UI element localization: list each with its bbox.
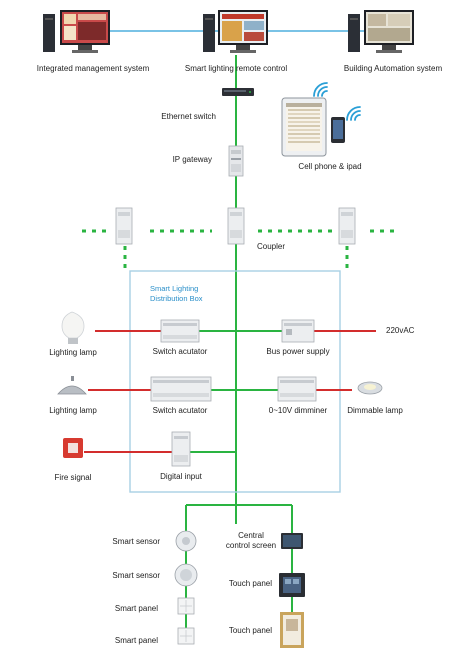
label-fire-signal: Fire signal (54, 473, 92, 482)
label-bus-power-supply: Bus power supply (266, 347, 330, 356)
switch-panel-icon (177, 627, 195, 645)
label-integrated-management: Integrated management system (36, 64, 150, 73)
ip-gateway-icon (228, 145, 244, 177)
label-coupler: Coupler (257, 242, 286, 251)
distribution-box-title: Smart Lighting Distribution Box (150, 284, 203, 304)
label-switch-actuator-2: Switch acutator (152, 406, 208, 415)
label-smart-sensor-1: Smart sensor (112, 537, 160, 546)
fire-alarm-icon (63, 438, 83, 458)
bus-power-supply-icon (281, 319, 315, 343)
label-digital-input: Digital input (160, 472, 202, 481)
ceiling-lamp-icon (57, 376, 87, 395)
ethernet-switch-icon (222, 88, 254, 96)
box-title-line2: Distribution Box (150, 294, 203, 303)
coupler-icon (338, 207, 356, 245)
dotted-drop (123, 246, 349, 270)
distribution-box (129, 270, 341, 493)
label-touch-panel-2: Touch panel (228, 626, 272, 635)
label-smart-sensor-2: Smart sensor (112, 571, 160, 580)
central-screen-line2: control screen (225, 541, 277, 550)
central-screen-line1: Central (238, 531, 264, 540)
label-building-automation: Building Automation system (343, 64, 443, 73)
computer-icon (203, 10, 268, 53)
label-ethernet-switch: Ethernet switch (161, 112, 216, 121)
light-bulb-icon (61, 311, 85, 344)
control-screen-icon (281, 533, 303, 549)
sensor-icon (175, 530, 197, 552)
downlight-icon (357, 381, 383, 395)
dimmer-icon (277, 376, 317, 402)
computer-icon (43, 10, 110, 53)
wifi-icon (346, 106, 361, 121)
label-ip-gateway: IP gateway (172, 155, 212, 164)
touch-panel-icon (279, 573, 305, 597)
label-remote-control: Smart lighting remote control (184, 64, 288, 73)
switch-actuator-icon (160, 319, 200, 343)
label-lighting-lamp-1: Lighting lamp (49, 348, 97, 357)
label-dimmable-lamp: Dimmable lamp (347, 406, 403, 415)
label-mobile: Cell phone & ipad (298, 162, 362, 171)
sensor-icon (174, 563, 198, 587)
touch-panel-icon (280, 612, 304, 648)
label-switch-actuator-1: Switch acutator (152, 347, 208, 356)
phone-icon (331, 117, 345, 143)
label-ac-voltage: 220vAC (386, 326, 415, 335)
switch-panel-icon (177, 597, 195, 615)
label-dimmer: 0~10V dimminer (268, 406, 328, 415)
digital-input-icon (171, 431, 191, 467)
box-title-line1: Smart Lighting (150, 284, 199, 293)
tablet-icon (281, 97, 327, 157)
label-touch-panel-1: Touch panel (228, 579, 272, 588)
coupler-icon (227, 207, 245, 245)
label-smart-panel-2: Smart panel (114, 636, 158, 645)
label-smart-panel-1: Smart panel (114, 604, 158, 613)
label-lighting-lamp-2: Lighting lamp (49, 406, 97, 415)
coupler-icon (115, 207, 133, 245)
wifi-icon (313, 82, 328, 97)
computer-icon (348, 10, 414, 53)
label-central-screen: Central control screen (216, 531, 286, 551)
switch-actuator-icon (150, 376, 212, 402)
